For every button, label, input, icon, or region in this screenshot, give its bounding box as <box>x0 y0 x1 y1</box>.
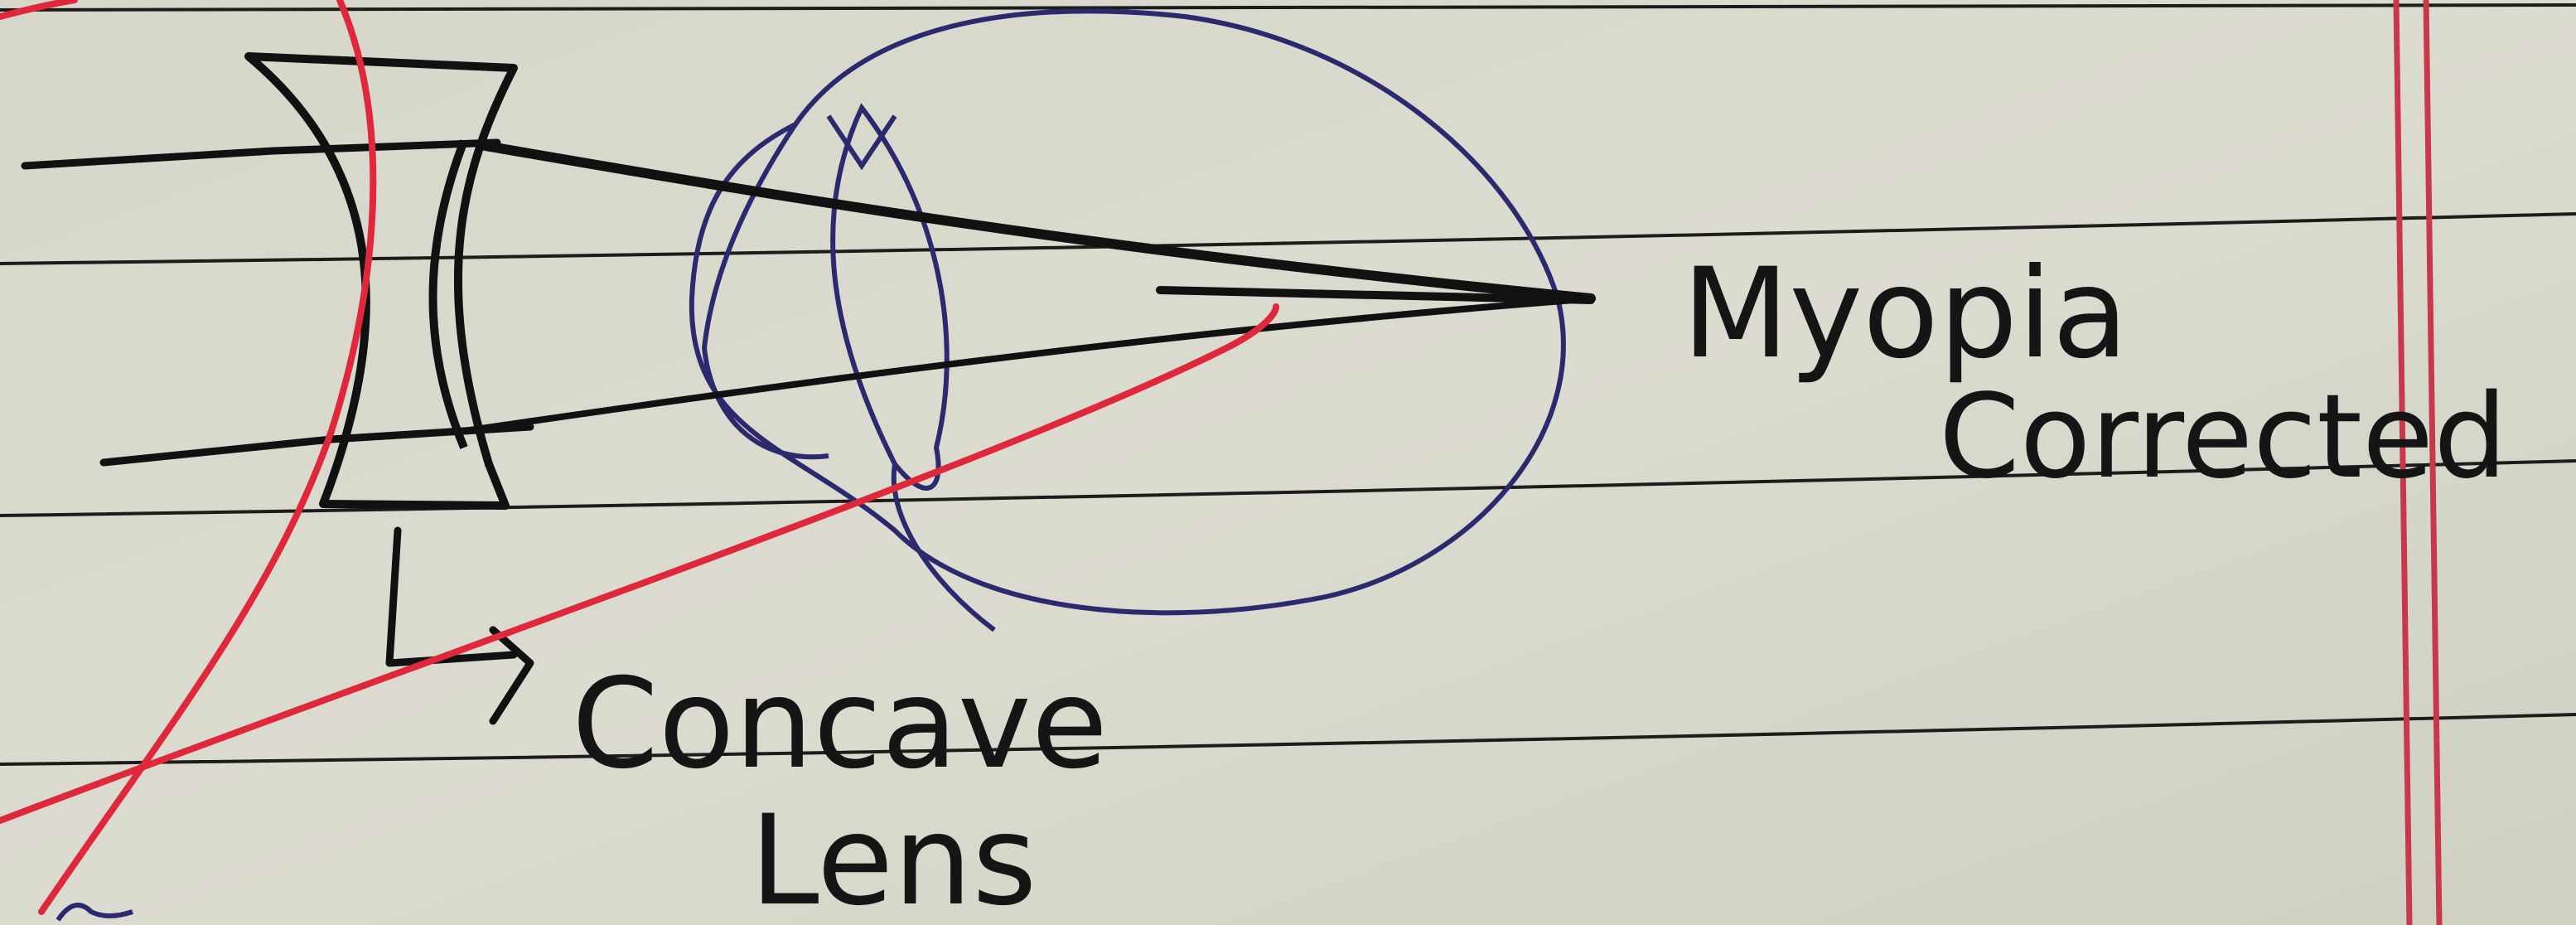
light-rays <box>21 138 1596 467</box>
label-condition: Myopia <box>1682 242 2129 386</box>
suspensory-ligament-top <box>826 114 897 171</box>
suspensory-ligament-bottom <box>891 463 996 632</box>
red-corner-stroke <box>0 0 78 20</box>
diverged-ray-top <box>476 140 1596 303</box>
incident-ray-top <box>21 138 501 170</box>
ray-convergence-mark <box>1156 286 1595 304</box>
diverged-ray-bottom <box>461 297 1578 434</box>
margin-line <box>2423 0 2443 925</box>
eye-lens <box>830 103 950 491</box>
red-diagonal-stroke <box>0 303 1279 824</box>
rule-line <box>0 713 2576 766</box>
pointer-head <box>489 626 534 725</box>
label-lens: Lens <box>750 789 1037 925</box>
margin-line <box>2393 0 2413 925</box>
red-arc-stroke <box>38 0 377 915</box>
concave-lens-inner-edge <box>428 139 468 449</box>
eyeball-outline <box>689 8 1566 616</box>
margin-lines <box>2393 0 2443 925</box>
red-pen-marks <box>0 0 1279 915</box>
label-status: Corrected <box>1939 370 2507 505</box>
stray-ink-mark <box>56 903 133 922</box>
label-lens-type: Concave <box>572 652 1108 797</box>
concave-lens-outline <box>244 52 518 510</box>
concave-lens <box>244 52 518 510</box>
rule-line <box>0 459 2576 517</box>
pointer-stem <box>385 526 518 667</box>
lens-pointer-arrow <box>385 526 534 725</box>
rule-line <box>0 3 2576 12</box>
ruled-lines <box>0 3 2576 766</box>
rule-line <box>0 212 2576 265</box>
